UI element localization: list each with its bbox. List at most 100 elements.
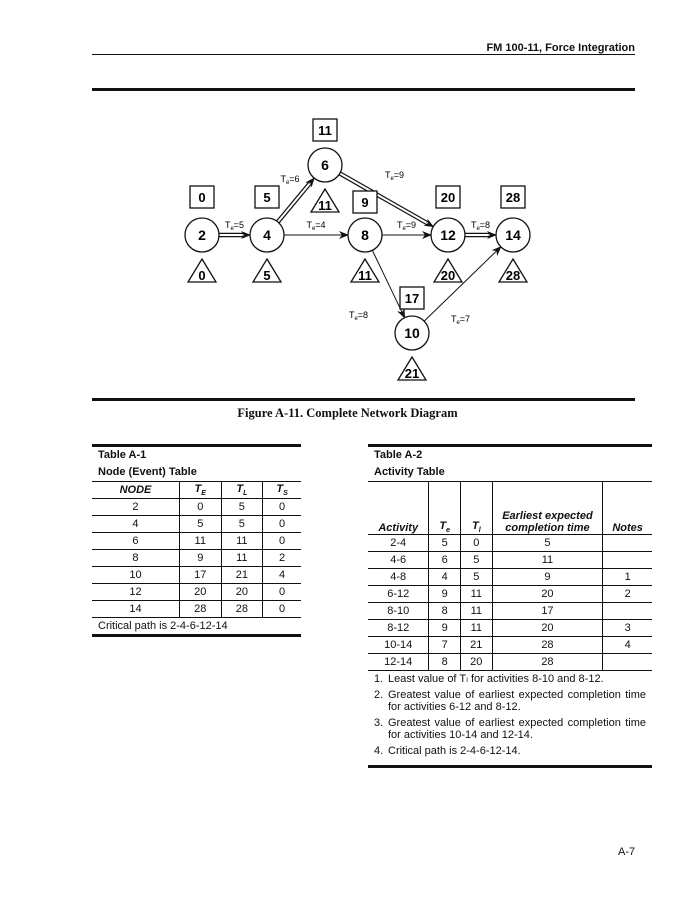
column-header: TE xyxy=(178,481,222,499)
column-header: Notes xyxy=(602,481,652,535)
table-cell: 0 xyxy=(262,583,301,601)
table-cell: 6 xyxy=(428,551,461,569)
edge-label: Te=7 xyxy=(451,314,470,326)
table-note: 4.Critical path is 2-4-6-12-14. xyxy=(374,745,521,757)
table-cell: 8 xyxy=(92,549,180,567)
figure-bottom-rule xyxy=(92,398,635,401)
column-header: Tl xyxy=(459,481,493,535)
edge-label: Te=8 xyxy=(471,220,490,232)
edge-label: Te=8 xyxy=(349,310,368,322)
table-cell: 11 xyxy=(459,602,493,620)
edge-4-6 xyxy=(276,177,315,224)
table-cell: 17 xyxy=(491,602,604,620)
edge-8-10 xyxy=(371,250,406,319)
table-cell xyxy=(602,602,652,620)
table-cell: 9 xyxy=(178,549,222,567)
table-cell: 11 xyxy=(220,532,264,550)
table-number: Table A-1 xyxy=(98,449,147,461)
node-2: 200 xyxy=(184,185,220,283)
table-cell: 20 xyxy=(459,653,493,671)
table-title: Node (Event) Table xyxy=(98,466,197,478)
earliest-time: 28 xyxy=(506,190,520,205)
table-cell: 20 xyxy=(220,583,264,601)
table-cell: 0 xyxy=(178,498,222,516)
table-cell: 21 xyxy=(459,636,493,654)
table-cell: 8-12 xyxy=(368,619,430,637)
latest-time-triangle xyxy=(497,257,529,283)
table-cell: 20 xyxy=(178,583,222,601)
node-number: 10 xyxy=(404,325,420,341)
table-cell: 8 xyxy=(428,602,461,620)
table-cell: 11 xyxy=(491,551,604,569)
column-header: Earliest expected completion time xyxy=(491,481,604,535)
table-cell: 17 xyxy=(178,566,222,584)
table-cell: 4 xyxy=(428,568,461,586)
table-cell: 9 xyxy=(491,568,604,586)
table-cell: 5 xyxy=(491,534,604,552)
table-cell: 0 xyxy=(262,515,301,533)
earliest-time-box xyxy=(435,185,461,209)
table-cell: 6 xyxy=(92,532,180,550)
earliest-time: 20 xyxy=(441,190,455,205)
table-cell: 0 xyxy=(262,498,301,516)
column-header: Te xyxy=(428,481,461,535)
table-cell: 2 xyxy=(602,585,652,603)
table-note: 3.Greatest value of earliest expected co… xyxy=(374,717,646,741)
table-cell: 5 xyxy=(459,551,493,569)
latest-time-triangle xyxy=(396,355,428,381)
table-notes: 1.Least value of Tₗ for activities 8-10 … xyxy=(368,671,652,768)
earliest-time-box xyxy=(399,286,425,310)
earliest-time-box xyxy=(500,185,526,209)
earliest-time: 11 xyxy=(318,123,332,138)
earliest-time: 5 xyxy=(263,190,270,205)
table-cell: 5 xyxy=(220,515,264,533)
table-cell: 5 xyxy=(428,534,461,552)
table-cell: 9 xyxy=(428,585,461,603)
running-header: FM 100-11, Force Integration xyxy=(486,42,635,54)
table-cell: 5 xyxy=(178,515,222,533)
latest-time-triangle xyxy=(309,187,341,213)
table-cell: 28 xyxy=(220,600,264,618)
node-4: 455 xyxy=(249,185,285,283)
table-cell: 11 xyxy=(459,585,493,603)
table-cell: 5 xyxy=(220,498,264,516)
table-cell: 0 xyxy=(262,600,301,618)
node-number: 4 xyxy=(263,227,271,243)
table-cell: 4 xyxy=(262,566,301,584)
table-cell: 14 xyxy=(92,600,180,618)
table-cell: 4 xyxy=(92,515,180,533)
table-cell: 20 xyxy=(491,585,604,603)
table-cell: 0 xyxy=(459,534,493,552)
node-number: 14 xyxy=(505,227,521,243)
table-cell: 2 xyxy=(92,498,180,516)
earliest-time-box xyxy=(189,185,215,209)
earliest-time-box xyxy=(254,185,280,209)
table-number: Table A-2 xyxy=(374,449,423,461)
earliest-time-box xyxy=(312,118,338,142)
table-note: 2.Greatest value of earliest expected co… xyxy=(374,689,646,713)
edge-label: Te=9 xyxy=(397,220,416,232)
table-cell: 5 xyxy=(459,568,493,586)
table-note: 1.Least value of Tₗ for activities 8-10 … xyxy=(374,673,604,685)
node-number: 8 xyxy=(361,227,369,243)
earliest-time: 9 xyxy=(361,195,368,210)
table-cell: 0 xyxy=(262,532,301,550)
table-cell: 12-14 xyxy=(368,653,430,671)
